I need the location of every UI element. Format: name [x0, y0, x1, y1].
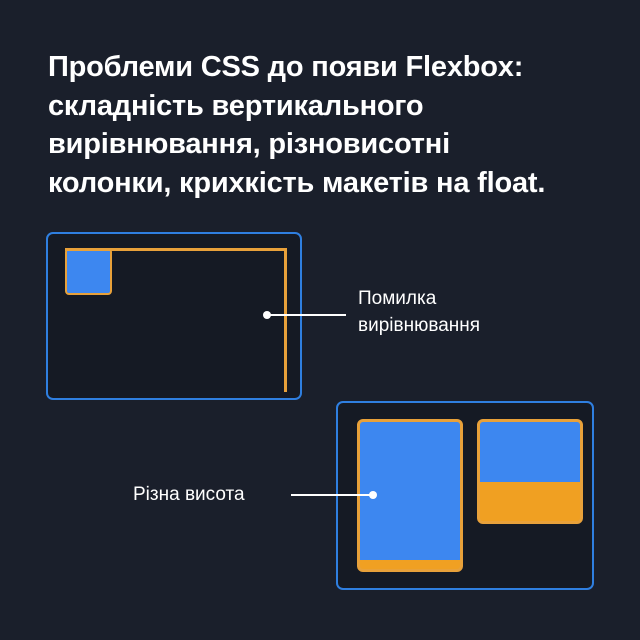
page-title: Проблеми CSS до появи Flexbox: складніст… — [48, 51, 546, 199]
callout-label-height: Різна висота — [133, 484, 245, 505]
alignment-error-diagram — [46, 232, 302, 400]
tall-card-footer-fill — [360, 560, 460, 569]
callout-leader-line-alignment — [266, 314, 346, 316]
alignment-guide-vertical-line — [284, 248, 287, 392]
short-card — [477, 419, 583, 524]
callout-label-alignment: Помилка вирівнювання — [358, 288, 481, 336]
alignment-guide-horizontal-line — [65, 248, 287, 251]
callout-leader-line-height — [291, 494, 373, 496]
short-card-footer-fill — [480, 482, 580, 521]
tall-card-content-fill — [360, 422, 460, 560]
callout-dot-height — [369, 491, 377, 499]
misaligned-box — [65, 248, 112, 295]
short-card-content-fill — [480, 422, 580, 482]
